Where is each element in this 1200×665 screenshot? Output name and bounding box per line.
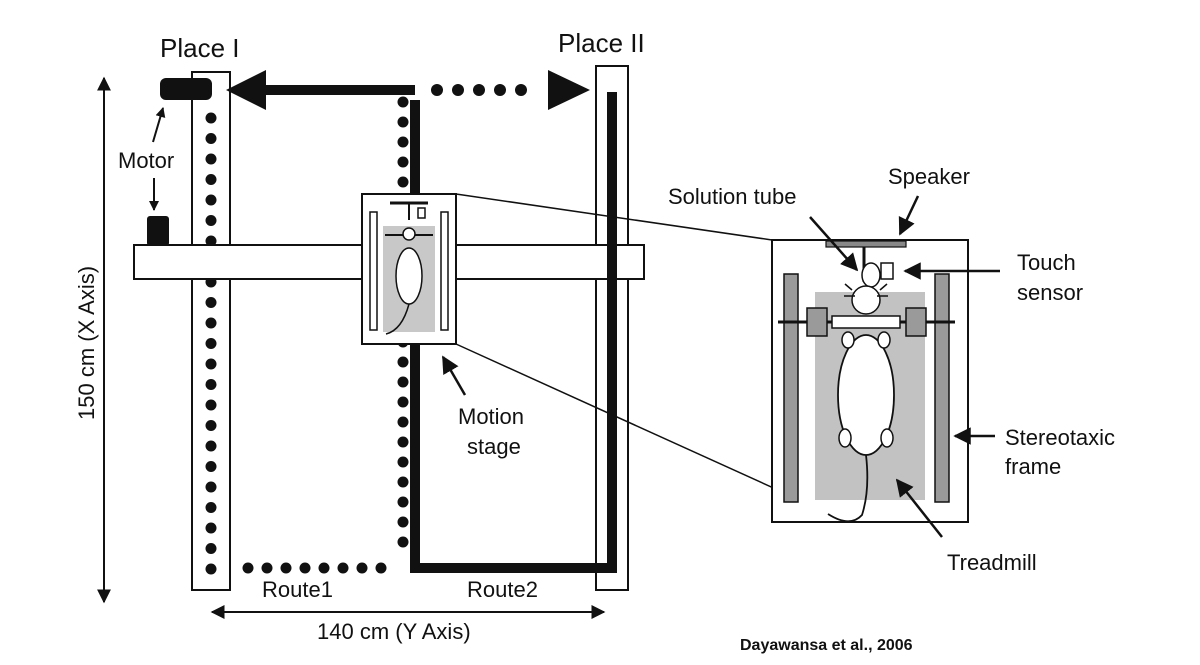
rail-dot (515, 84, 527, 96)
rail-dot (397, 536, 409, 548)
rail-dot (205, 174, 217, 185)
rail-dot (205, 502, 217, 513)
zoom-line-top (455, 193, 773, 241)
rail-dot (318, 562, 330, 574)
rail-dot (397, 476, 409, 488)
rail-dot (205, 522, 217, 534)
rail-dot (397, 436, 409, 448)
rail-dot (375, 562, 387, 574)
rail-dot (205, 440, 217, 452)
rail-dot (356, 562, 368, 574)
rail-dot (205, 317, 217, 329)
route1-label: Route1 (262, 577, 333, 602)
rail-dot (205, 133, 217, 144)
y-axis-label: 140 cm (Y Axis) (317, 619, 471, 644)
rail-dot (494, 84, 506, 96)
route2-label: Route2 (467, 577, 538, 602)
rail-dot (299, 562, 311, 574)
x-axis-label: 150 cm (X Axis) (74, 266, 99, 420)
speaker-pointer (898, 195, 920, 236)
place1-label: Place I (160, 33, 240, 63)
motor-pointer-top (152, 107, 166, 143)
rail-dot (205, 235, 217, 247)
rail-dot (397, 396, 409, 408)
rail-dot (337, 562, 349, 574)
motor-icon-side (147, 216, 169, 246)
rail-dot (205, 563, 217, 575)
stereotaxic-label-line1: Stereotaxic (1005, 425, 1115, 450)
stereotaxic-label-line2: frame (1005, 454, 1061, 479)
motion-stage-label-line1: Motion (458, 404, 524, 429)
top-arrow-left-head (226, 70, 266, 110)
rail-dot (397, 96, 409, 108)
touch-sensor-label-line2: sensor (1017, 280, 1083, 305)
rail-dot (452, 84, 464, 96)
motion-stage-label-line2: stage (467, 434, 521, 459)
stereotaxic-bar-right (934, 273, 950, 503)
top-arrow-right-head (548, 70, 590, 110)
rail-dot (205, 399, 217, 411)
solution-tube-label: Solution tube (668, 184, 796, 209)
rail-dot (205, 194, 217, 206)
place2-label: Place II (558, 28, 645, 58)
rail-dot (261, 562, 273, 574)
rail-dot (397, 136, 409, 148)
rail-dot (397, 176, 409, 188)
touch-sensor (880, 262, 894, 280)
rail-dot (205, 543, 217, 554)
rail-dot (205, 338, 217, 349)
treadmill-pointer (895, 478, 943, 538)
rail-dot (205, 379, 217, 390)
speaker-label: Speaker (888, 164, 970, 189)
rail-dot (205, 420, 217, 431)
rail-dot (397, 376, 409, 388)
touch-sensor-label-line1: Touch (1017, 250, 1076, 275)
rail-dot (431, 84, 443, 96)
rail-dot (205, 153, 217, 165)
left-rail-dots (205, 112, 217, 575)
stereotaxic-bar-left (783, 273, 799, 503)
rail-dot (397, 456, 409, 468)
motion-stage-pointer (441, 355, 467, 396)
motion-stage-detail (771, 239, 969, 523)
motion-stage-small (361, 193, 457, 345)
rail-dot (205, 358, 217, 370)
top-arrow-dots (431, 84, 527, 96)
rail-dot (397, 116, 409, 128)
rail-dot (397, 156, 409, 168)
rail-dot (205, 112, 217, 124)
rail-dot (397, 496, 409, 508)
rail-dot (205, 297, 217, 308)
rail-dot (473, 84, 485, 96)
speaker-bar (825, 240, 907, 248)
rat-head (851, 285, 881, 315)
motor-label: Motor (118, 148, 174, 173)
rail-dot (205, 481, 217, 493)
rail-dot (242, 562, 254, 574)
citation: Dayawansa et al., 2006 (740, 637, 913, 654)
treadmill-label: Treadmill (947, 550, 1037, 575)
rat-tail (827, 454, 869, 523)
rail-dot (397, 356, 409, 368)
motor-icon-top (160, 78, 212, 100)
rail-dot (280, 562, 292, 574)
rail-dot (205, 461, 217, 472)
solution-tube-pointer (809, 216, 859, 272)
rail-dot (397, 516, 409, 528)
rail-dot (205, 215, 217, 226)
zoom-line-bottom (455, 343, 801, 501)
rail-dot (397, 416, 409, 428)
